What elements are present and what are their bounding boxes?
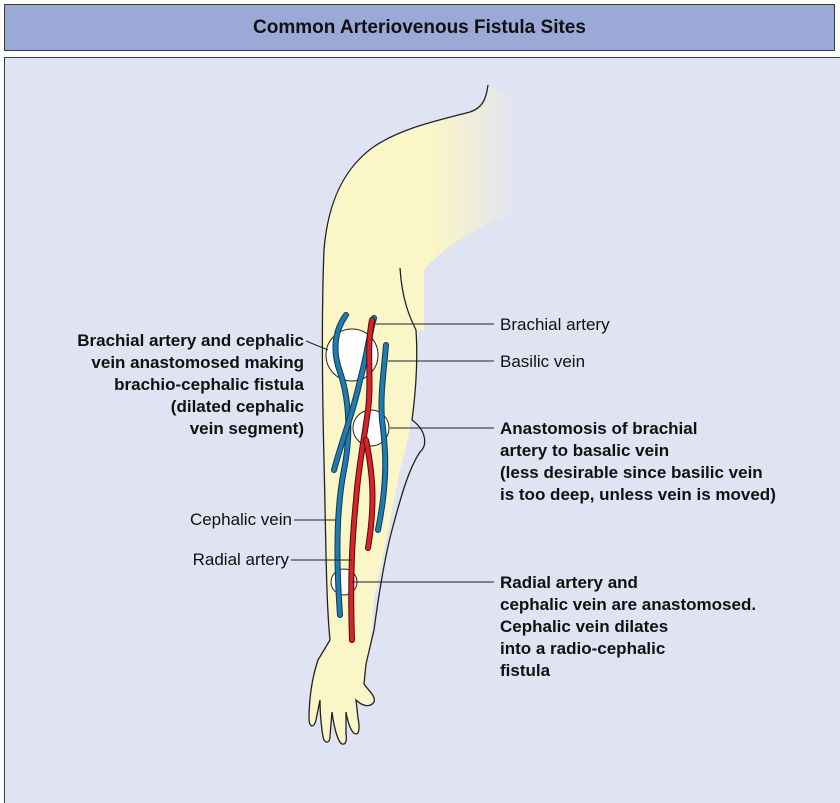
label-basilic-vein: Basilic vein: [500, 351, 585, 373]
label-brachial-artery: Brachial artery: [500, 314, 610, 336]
label-radial-artery: Radial artery: [193, 549, 289, 571]
label-radio-cephalic-fistula: Radial artery and cephalic vein are anas…: [500, 572, 756, 682]
label-brachio-cephalic-fistula: Brachial artery and cephalic vein anasto…: [77, 330, 304, 440]
label-brachial-basalic-anastomosis: Anastomosis of brachial artery to basali…: [500, 418, 776, 506]
label-cephalic-vein: Cephalic vein: [190, 509, 292, 531]
